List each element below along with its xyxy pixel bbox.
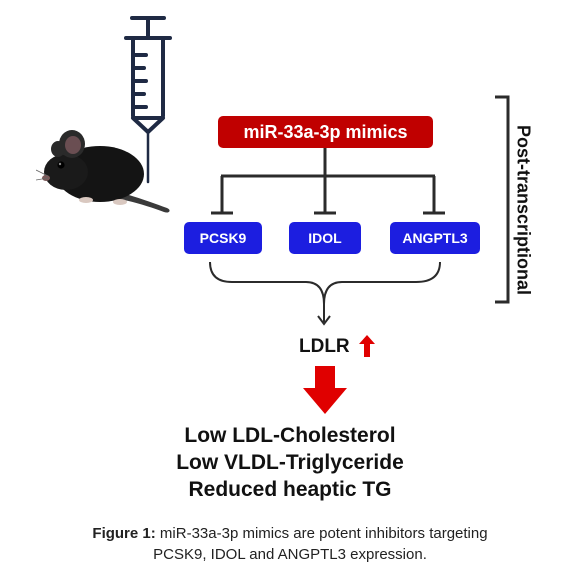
converging-brace (209, 261, 441, 305)
caption-line-2: PCSK9, IDOL and ANGPTL3 expression. (153, 546, 427, 563)
target-box-pcsk9: PCSK9 (184, 222, 262, 254)
target-label: IDOL (308, 230, 342, 246)
down-arrow-icon (303, 366, 347, 414)
outcome-tg: Reduced heaptic TG (188, 478, 392, 501)
caption-prefix: Figure 1: (92, 525, 156, 542)
caption-line-1: Figure 1: miR-33a-3p mimics are potent i… (0, 523, 580, 544)
syringe-icon (124, 16, 172, 184)
outcome-vldl: Low VLDL-Triglyceride (176, 451, 404, 474)
figure-caption: Figure 1: miR-33a-3p mimics are potent i… (0, 523, 580, 565)
target-label: PCSK9 (199, 230, 247, 246)
target-box-angptl3: ANGPTL3 (390, 222, 480, 254)
up-arrow-icon (359, 335, 375, 357)
mirna-mimics-label: miR-33a-3p mimics (243, 121, 408, 142)
side-bracket (495, 95, 510, 304)
target-box-idol: IDOL (289, 222, 361, 254)
outcome-ldl: Low LDL-Cholesterol (184, 424, 396, 447)
caption-text-1: miR-33a-3p mimics are potent inhibitors … (159, 525, 488, 542)
ldlr-label: LDLR (299, 336, 350, 357)
mouse-illustration (36, 130, 170, 213)
post-transcriptional-label: Post-transcriptional (513, 124, 534, 296)
target-label: ANGPTL3 (402, 230, 468, 246)
mirna-mimics-box: miR-33a-3p mimics (218, 116, 433, 148)
